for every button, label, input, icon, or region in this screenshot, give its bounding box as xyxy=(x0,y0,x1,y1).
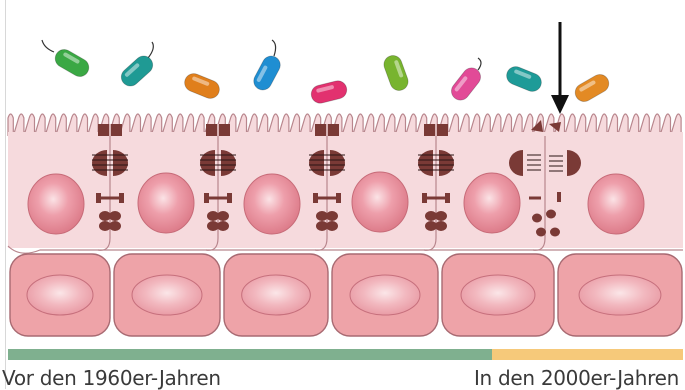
bacterium-lime-icon xyxy=(381,53,410,93)
bacterium-body xyxy=(309,79,348,105)
desmosome-left xyxy=(313,193,318,203)
desmosome-left xyxy=(96,193,101,203)
bacterium-teal-icon xyxy=(118,42,157,90)
bacterium-body xyxy=(381,53,410,93)
gap-junction-dot xyxy=(109,211,121,221)
bacterium-body xyxy=(52,46,92,80)
nucleus-upper-3 xyxy=(244,174,300,234)
bacterium-orange-icon xyxy=(182,71,222,101)
flagellum xyxy=(272,40,276,56)
timeline-bar xyxy=(8,349,683,360)
disruption-arrow-icon xyxy=(551,22,569,114)
timeline-label-right: In den 2000er-Jahren xyxy=(474,366,679,390)
desmosome-right xyxy=(445,193,450,203)
epithelium-band xyxy=(8,132,683,248)
gap-junction-dot xyxy=(435,211,447,221)
gap-junction-dot xyxy=(326,221,338,231)
flagellum xyxy=(42,40,54,52)
nucleus-lower-3 xyxy=(242,275,311,315)
nucleus-upper-4 xyxy=(352,172,408,232)
bacterium-body xyxy=(448,64,484,103)
bacterium-body xyxy=(572,71,612,105)
gap-junction-dot xyxy=(326,211,338,221)
bacterium-teal-icon xyxy=(504,64,544,94)
gap-junction-dot xyxy=(217,221,229,231)
nucleus-lower-2 xyxy=(132,275,202,315)
arrow-head xyxy=(551,95,569,114)
scattered-junction-dot xyxy=(532,214,542,223)
timeline-segment-present xyxy=(492,349,683,360)
bacterium-magenta-icon xyxy=(448,58,484,104)
nucleus-upper-5 xyxy=(464,173,520,233)
desmosome-right xyxy=(227,193,232,203)
flagellum xyxy=(148,42,153,58)
epithelial-cell-layer xyxy=(8,132,683,253)
bacterium-green-icon xyxy=(42,40,92,80)
nucleus-lower-1 xyxy=(27,275,93,315)
gap-junction-dot xyxy=(217,211,229,221)
flagellum xyxy=(478,58,481,70)
basal-cell-layer xyxy=(10,254,682,336)
gap-junction-dot xyxy=(435,221,447,231)
timeline-segment-past xyxy=(8,349,492,360)
bacteria-layer xyxy=(42,40,612,105)
nucleus-lower-4 xyxy=(350,275,420,315)
nucleus-lower-5 xyxy=(461,275,535,315)
bacterium-body xyxy=(118,52,157,89)
desmosome-right xyxy=(119,193,124,203)
scattered-junction-dot xyxy=(550,228,560,237)
nucleus-upper-1 xyxy=(28,174,84,234)
broken-desmosome xyxy=(557,192,561,202)
bacterium-pink-icon xyxy=(309,79,348,105)
timeline-label-left: Vor den 1960er-Jahren xyxy=(2,366,221,390)
bacterium-blue-icon xyxy=(251,40,284,93)
nucleus-upper-6 xyxy=(588,174,644,234)
desmosome-left xyxy=(422,193,427,203)
scattered-junction-dot xyxy=(536,228,546,237)
scattered-junction-dot xyxy=(546,210,556,219)
bacterium-orange-icon xyxy=(572,71,612,105)
gap-junction-dot xyxy=(109,221,121,231)
bacterium-body xyxy=(504,64,544,94)
bacterium-body xyxy=(251,53,284,93)
bacterium-body xyxy=(182,71,222,101)
nucleus-lower-6 xyxy=(579,275,661,315)
nucleus-upper-2 xyxy=(138,173,194,233)
desmosome-right xyxy=(336,193,341,203)
desmosome-left xyxy=(204,193,209,203)
